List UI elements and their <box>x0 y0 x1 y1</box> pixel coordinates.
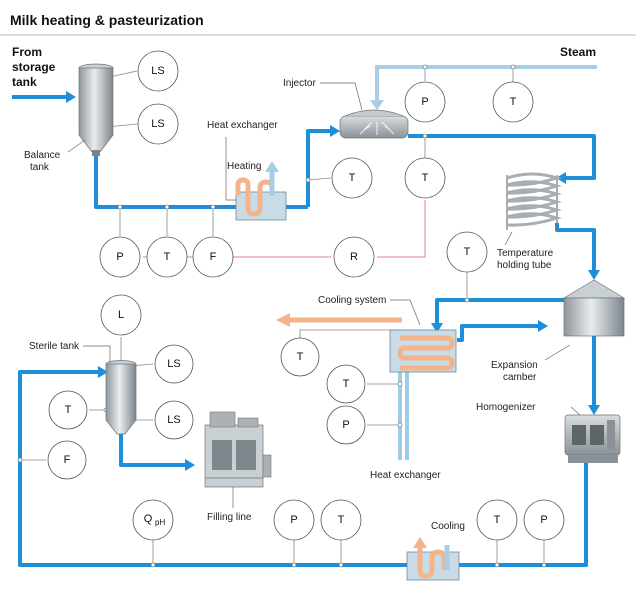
heat-exchanger-top <box>235 161 287 221</box>
svg-text:F: F <box>210 251 217 263</box>
diagram-title: Milk heating & pasteurization <box>10 12 204 28</box>
milk-pipes <box>12 91 600 567</box>
svg-text:T: T <box>338 514 345 526</box>
labels: From storage tank Steam Balance tank Inj… <box>12 45 596 532</box>
expansion-camber <box>562 279 626 337</box>
svg-text:T: T <box>510 96 517 108</box>
instrument-t-bottom[interactable]: T <box>320 499 362 541</box>
filling-line-machine <box>204 411 272 488</box>
svg-text:T: T <box>297 351 304 363</box>
heat-exchanger-bottom <box>406 537 460 581</box>
instrument-ls2[interactable]: LS <box>137 103 179 145</box>
steam-pipe <box>370 65 597 110</box>
label-sterile-tank: Sterile tank <box>29 341 80 352</box>
instrument-t-tank[interactable]: T <box>48 390 88 430</box>
svg-text:T: T <box>164 251 171 263</box>
instrument-t-bottom-2[interactable]: T <box>476 499 518 541</box>
label-from: From <box>12 45 42 59</box>
svg-text:P: P <box>116 251 123 263</box>
instrument-p-bottom[interactable]: P <box>273 499 315 541</box>
label-filling-line: Filling line <box>207 512 252 523</box>
instrument-p-bottom-2[interactable]: P <box>523 499 565 541</box>
instrument-r-row[interactable]: R <box>333 236 375 278</box>
svg-text:R: R <box>350 251 358 263</box>
svg-text:T: T <box>464 246 471 258</box>
temperature-holding-tube <box>506 172 562 230</box>
instrument-t-steam[interactable]: T <box>492 81 534 123</box>
instrument-f-row[interactable]: F <box>192 236 234 278</box>
svg-text:T: T <box>349 172 356 184</box>
balance-tank <box>78 63 114 156</box>
label-heat-exchanger-bottom: Heat exchanger <box>370 470 441 481</box>
instrument-p-steam[interactable]: P <box>404 81 446 123</box>
cooling-water-pipes <box>398 360 409 460</box>
sterile-tank <box>105 360 137 435</box>
label-heat-exchanger-top: Heat exchanger <box>207 120 278 131</box>
instrument-ls1[interactable]: LS <box>137 50 179 92</box>
instrument-ls-tank-2[interactable]: LS <box>154 400 194 440</box>
label-heating: Heating <box>227 161 261 172</box>
label-homogenizer: Homogenizer <box>476 402 536 413</box>
svg-text:P: P <box>342 419 349 431</box>
label-holding-tube: holding tube <box>497 260 552 271</box>
instrument-t-row[interactable]: T <box>146 236 188 278</box>
instrument-ls-tank-1[interactable]: LS <box>154 344 194 384</box>
label-leaders <box>67 82 581 508</box>
homogenizer <box>564 414 621 463</box>
instrument-t-injector[interactable]: T <box>404 157 446 199</box>
svg-text:T: T <box>65 404 72 416</box>
instrument-p-cooling-system[interactable]: P <box>326 405 366 445</box>
injector <box>339 109 409 139</box>
svg-text:pH: pH <box>155 518 165 527</box>
label-expansion: Expansion <box>491 360 538 371</box>
instrument-l-tank[interactable]: L <box>100 294 142 336</box>
label-tank: tank <box>12 75 37 89</box>
svg-text:Q: Q <box>144 513 153 525</box>
svg-text:T: T <box>422 172 429 184</box>
instrument-p-row[interactable]: P <box>99 236 141 278</box>
instrument-t-expansion[interactable]: T <box>446 231 488 273</box>
cooling-system <box>276 313 457 373</box>
svg-text:LS: LS <box>167 414 180 426</box>
svg-text:T: T <box>343 378 350 390</box>
svg-text:P: P <box>540 514 547 526</box>
svg-text:F: F <box>64 454 71 466</box>
label-cooling-system: Cooling system <box>318 295 386 306</box>
label-temperature: Temperature <box>497 248 554 259</box>
svg-text:P: P <box>421 96 428 108</box>
label-injector: Injector <box>283 78 316 89</box>
instrument-q-ph[interactable]: Q pH <box>132 499 174 541</box>
instrument-t-heat-exchanger[interactable]: T <box>331 157 373 199</box>
label-storage: storage <box>12 60 56 74</box>
label-balance: Balance <box>24 150 61 161</box>
instrument-t-cooling-out[interactable]: T <box>280 337 320 377</box>
svg-text:L: L <box>118 309 124 321</box>
label-balance-tank: tank <box>30 162 50 173</box>
label-cooling: Cooling <box>431 521 465 532</box>
svg-text:LS: LS <box>151 65 164 77</box>
label-camber: camber <box>503 372 537 383</box>
label-steam: Steam <box>560 45 596 59</box>
instrument-f-left[interactable]: F <box>47 440 87 480</box>
svg-text:P: P <box>290 514 297 526</box>
svg-text:T: T <box>494 514 501 526</box>
svg-text:LS: LS <box>151 118 164 130</box>
svg-text:LS: LS <box>167 358 180 370</box>
instrument-t-cooling-system[interactable]: T <box>326 364 366 404</box>
